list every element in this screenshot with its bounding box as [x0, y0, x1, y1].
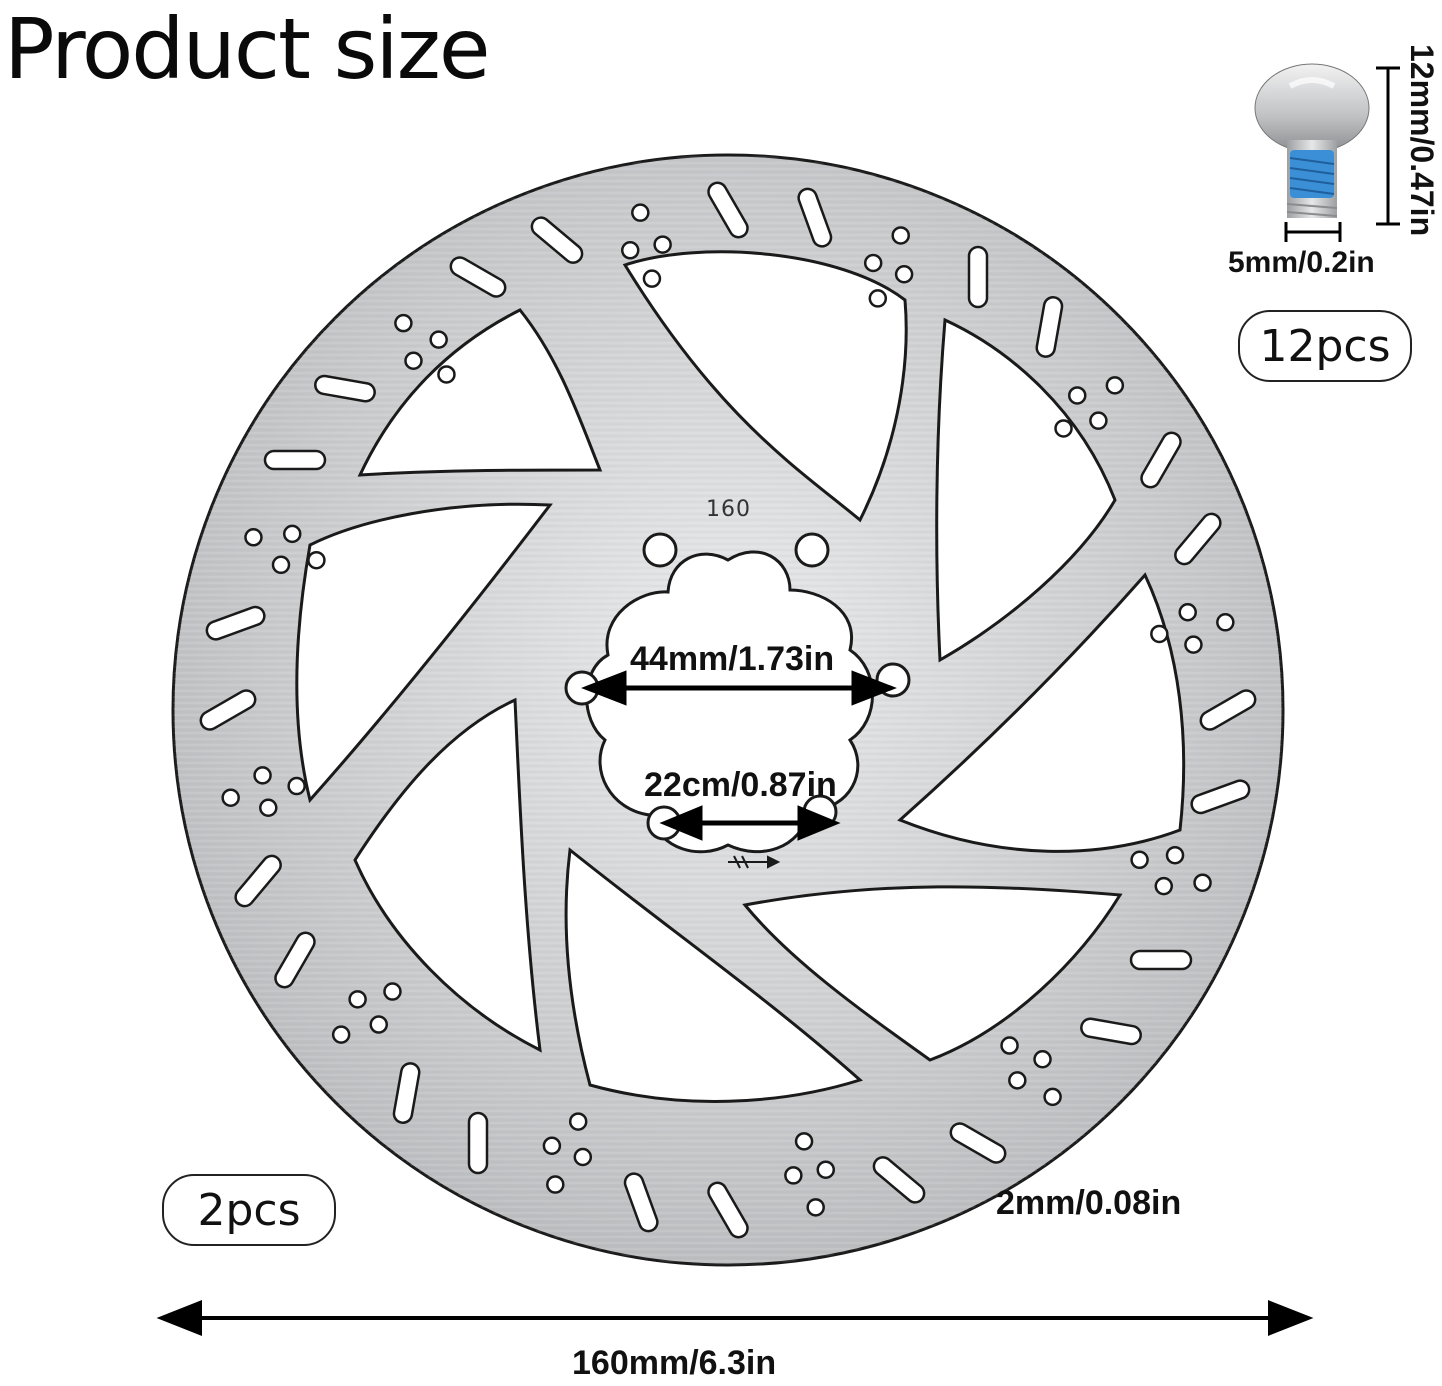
rotor-slot: [449, 256, 507, 298]
rotor-vent-hole: [259, 798, 278, 818]
rotor-slot: [967, 245, 989, 309]
rotor-slot: [234, 854, 282, 908]
rotor-vent-hole: [573, 1147, 593, 1167]
rotor-slot: [707, 1181, 749, 1239]
screw-quantity-badge: 12pcs: [1238, 310, 1412, 382]
rotor-vent-hole: [1067, 386, 1087, 405]
rotor-slot: [392, 1062, 421, 1124]
rotor-vent-hole: [383, 982, 402, 1001]
bolt-circle-label: 44mm/1.73in: [630, 640, 835, 678]
rotor-slot: [1129, 949, 1193, 971]
rotor-vent-hole: [642, 269, 662, 288]
rotor-vent-hole: [794, 1132, 814, 1151]
rotor-vent-hole: [1054, 419, 1073, 438]
rotor-vent-hole: [1165, 845, 1185, 865]
thickness-label: 2mm/0.08in: [996, 1184, 1182, 1222]
rotor-vent-hole: [1216, 613, 1235, 632]
rotor-slot: [1080, 1017, 1142, 1046]
rotor-slot: [263, 449, 327, 471]
rotor-vent-hole: [542, 1136, 562, 1156]
rotor-vent-hole: [394, 313, 413, 333]
rotor-vent-hole: [1008, 1071, 1027, 1090]
rotor-slot: [1140, 431, 1182, 489]
rotor-vent-hole: [404, 351, 423, 371]
inner-dimension: [659, 805, 841, 841]
rotor-vent-hole: [1033, 1049, 1052, 1069]
rotor-vent-hole: [784, 1166, 803, 1185]
rotor-slot: [949, 1122, 1007, 1164]
rotor-vent-hole: [282, 524, 302, 544]
spoke-cutouts: [295, 250, 1186, 1103]
rotor-vent-hole: [1105, 376, 1125, 395]
rotor-vent-hole: [1154, 876, 1174, 896]
rotor-vent-hole: [1193, 873, 1212, 892]
rotor-vent-hole: [271, 555, 291, 575]
rotor-vent-hole: [1178, 602, 1197, 622]
screw-length-dimension: [1376, 66, 1400, 226]
rotor-vent-hole: [253, 766, 272, 785]
rotor-slot: [707, 181, 749, 239]
rotor-vent-hole: [891, 226, 910, 245]
rotor-slot: [274, 931, 316, 989]
hub-opening: [585, 550, 874, 854]
diameter-dimension: [156, 1300, 1314, 1336]
rotor-vent-hole: [287, 776, 306, 796]
screw-length-label: 12mm/0.47in: [1404, 44, 1440, 237]
rotor-slot: [797, 187, 833, 248]
rotor-slot: [314, 374, 376, 403]
screw-width-label: 5mm/0.2in: [1228, 246, 1375, 279]
perimeter-holes: [199, 181, 1257, 1239]
rotor-vent-hole: [546, 1175, 565, 1194]
rotor-vent-hole: [868, 289, 888, 308]
rotor-vent-hole: [331, 1025, 351, 1044]
rotor-slot: [1190, 779, 1251, 815]
rotor-vent-hole: [369, 1015, 389, 1034]
diameter-label: 160mm/6.3in: [572, 1344, 777, 1382]
rotor-vent-hole: [620, 241, 640, 260]
rotor-vent-hole: [307, 550, 326, 570]
rotor-vent-hole: [348, 990, 367, 1009]
rotor-vent-hole: [631, 203, 650, 222]
rotor-vent-hole: [1089, 411, 1108, 430]
rotor-slot: [1035, 296, 1064, 358]
rotor-quantity-badge: 2pcs: [162, 1174, 336, 1246]
rotor-slot: [1199, 689, 1257, 731]
rotor-slot: [872, 1156, 926, 1204]
rotor-vent-hole: [1150, 624, 1169, 644]
rotor-vent-hole: [806, 1198, 825, 1217]
screw-width-dimension: [1284, 222, 1342, 242]
rotor-vent-hole: [437, 365, 456, 384]
rotor-vent-hole: [429, 330, 448, 349]
rotor-slot: [1174, 512, 1222, 566]
rotor-vent-hole: [816, 1160, 836, 1179]
brake-rotor: [171, 153, 1285, 1267]
rotor-vent-hole: [221, 788, 240, 807]
page-title: Product size: [4, 0, 491, 98]
rotor-vent-hole: [863, 253, 883, 273]
rotor-vent-hole: [1184, 635, 1203, 654]
screw-image: [1254, 63, 1370, 218]
rotation-arrow-icon: [728, 855, 781, 869]
rotor-slot: [199, 689, 257, 731]
bolt-circle-dimension: [581, 670, 897, 706]
rotor-vent-hole: [244, 528, 263, 547]
rotor-vent-hole: [1000, 1036, 1019, 1055]
rotor-slot: [623, 1172, 659, 1233]
rotor-vent-hole: [653, 235, 672, 254]
rotor-vent-hole: [568, 1112, 588, 1131]
rotor-engraving: 160: [706, 497, 751, 522]
inner-diameter-label: 22cm/0.87in: [644, 766, 837, 804]
rotor-slot: [467, 1111, 489, 1175]
rotor-vent-hole: [1130, 850, 1149, 870]
rotor-vent-hole: [894, 264, 914, 284]
rotor-slot: [530, 216, 584, 264]
rotor-slot: [205, 605, 266, 641]
rotor-vent-hole: [1043, 1087, 1062, 1107]
